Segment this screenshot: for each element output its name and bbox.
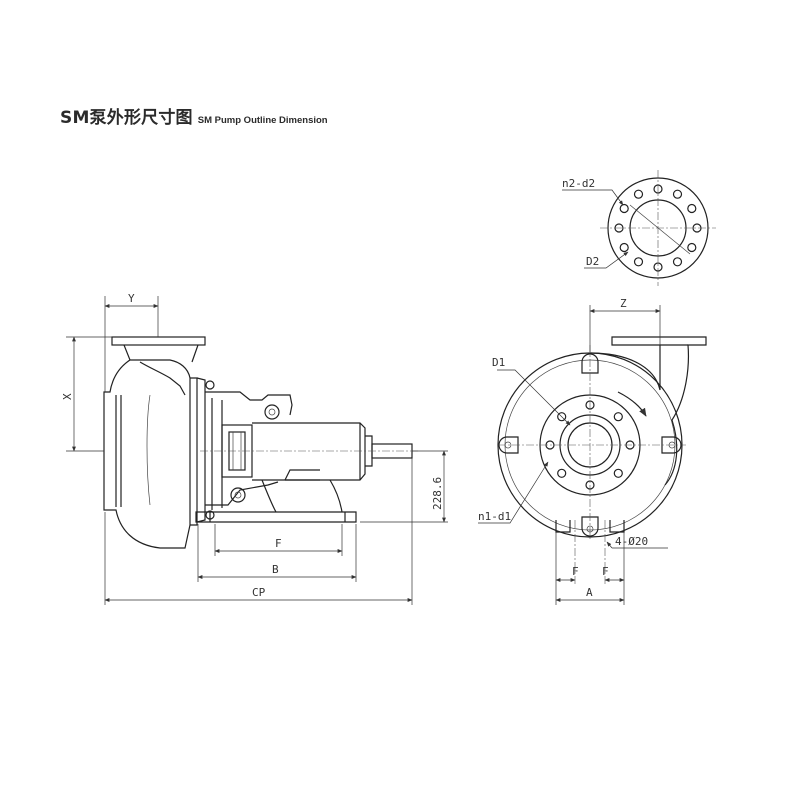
dim-y: Y (104, 292, 159, 392)
label-f-left: F (572, 565, 579, 578)
dim-z: Z (589, 297, 661, 352)
dim-height: 228.6 (360, 450, 448, 523)
dim-f-front: F F (555, 532, 625, 605)
side-discharge-flange (111, 336, 206, 363)
rotation-arrow (617, 391, 647, 417)
label-y: Y (128, 292, 135, 305)
label-b: B (272, 563, 279, 576)
front-base-feet (555, 520, 625, 585)
dim-b: B (197, 524, 357, 582)
dim-x: X (61, 336, 112, 452)
flange-view: n2-d2 D2 (562, 170, 716, 286)
title-english: SM Pump Outline Dimension (197, 115, 328, 126)
label-z: Z (620, 297, 627, 310)
label-holes: 4-Ø20 (615, 535, 648, 548)
side-view: Y X 228.6 F B CP (61, 292, 448, 605)
drawing-title: SM泵外形尺寸图 SM Pump Outline Dimension (60, 103, 328, 129)
front-view: D1 n1-d1 Z 4-Ø20 F F A (478, 297, 707, 605)
front-bolt-holes (545, 400, 635, 490)
label-a: A (586, 586, 593, 599)
title-chinese: SM泵外形尺寸图 (60, 108, 193, 128)
label-height: 228.6 (431, 477, 444, 510)
label-cp: CP (252, 586, 266, 599)
dim-cp: CP (104, 458, 413, 605)
label-f-side: F (275, 537, 282, 550)
label-n2-d2: n2-d2 (562, 177, 595, 190)
side-bearing-assembly (200, 422, 420, 481)
side-frame (205, 380, 293, 520)
label-d2: D2 (586, 255, 599, 268)
label-d1: D1 (492, 356, 505, 369)
flange-bolt-holes (614, 184, 702, 272)
front-discharge (589, 336, 707, 486)
dim-a: A (555, 586, 625, 602)
label-n1-d1: n1-d1 (478, 510, 511, 523)
label-f-right: F (602, 565, 609, 578)
side-pedestal (195, 469, 357, 523)
side-volute-casing (103, 359, 206, 549)
dim-f-side: F (214, 524, 343, 556)
label-x: X (61, 393, 74, 400)
